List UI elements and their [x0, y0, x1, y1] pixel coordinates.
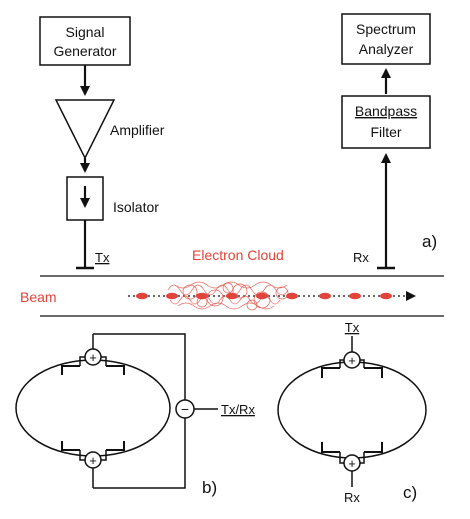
signal-generator-block: Signal Generator	[39, 16, 131, 66]
beam-bunches	[136, 292, 392, 300]
panel-a-label: a)	[422, 232, 437, 251]
top-sum-symbol: +	[89, 350, 97, 365]
beam-bunch	[349, 292, 361, 300]
bottom-sum-symbol: +	[89, 453, 97, 468]
beam-bunch	[256, 292, 268, 300]
panel-b-label: b)	[202, 478, 217, 497]
panel-c-label: c)	[403, 483, 417, 502]
c-rx-label: Rx	[344, 490, 360, 505]
beam-bunch	[136, 292, 148, 300]
spectrum-analyzer-block: Spectrum Analyzer	[341, 13, 431, 65]
top-left-electrode	[61, 365, 80, 375]
rx-label: Rx	[353, 250, 369, 265]
top-right-electrode	[106, 365, 125, 375]
bandpass-filter-label-2: Filter	[370, 124, 401, 140]
signal-generator-label-1: Signal	[66, 24, 105, 40]
amplifier-label: Amplifier	[110, 122, 165, 138]
beam-label: Beam	[20, 289, 57, 305]
tx-label: Tx	[95, 250, 110, 265]
bandpass-filter-block: Bandpass Filter	[341, 95, 431, 149]
beam-bunch	[319, 292, 331, 300]
beam-bunch	[286, 292, 298, 300]
electron-cloud-label: Electron Cloud	[192, 247, 284, 263]
amplifier-symbol	[54, 99, 116, 160]
spectrum-analyzer-label-1: Spectrum	[356, 21, 416, 37]
bottom-right-electrode	[106, 441, 125, 451]
spectrum-analyzer-label-2: Analyzer	[359, 41, 414, 57]
isolator-block	[66, 176, 104, 221]
panel-b	[15, 333, 218, 489]
c-top-sum-symbol: +	[348, 353, 356, 368]
isolator-label: Isolator	[113, 199, 159, 215]
beam-bunch	[196, 292, 208, 300]
beam-pipe-cross-section-c	[277, 361, 427, 459]
difference-symbol: −	[181, 401, 189, 417]
beam-pipe-cross-section-b	[15, 359, 171, 457]
bandpass-filter-label-1: Bandpass	[355, 103, 417, 119]
beam-bunch	[166, 292, 178, 300]
signal-generator-label-2: Generator	[53, 43, 116, 59]
c-bottom-sum-symbol: +	[348, 456, 356, 471]
txrx-label: Tx/Rx	[221, 402, 255, 417]
beam-bunch	[380, 292, 392, 300]
c-tx-label: Tx	[345, 320, 360, 335]
beam-bunch	[226, 292, 238, 300]
bottom-left-electrode	[61, 441, 80, 451]
panel-c	[277, 336, 427, 487]
